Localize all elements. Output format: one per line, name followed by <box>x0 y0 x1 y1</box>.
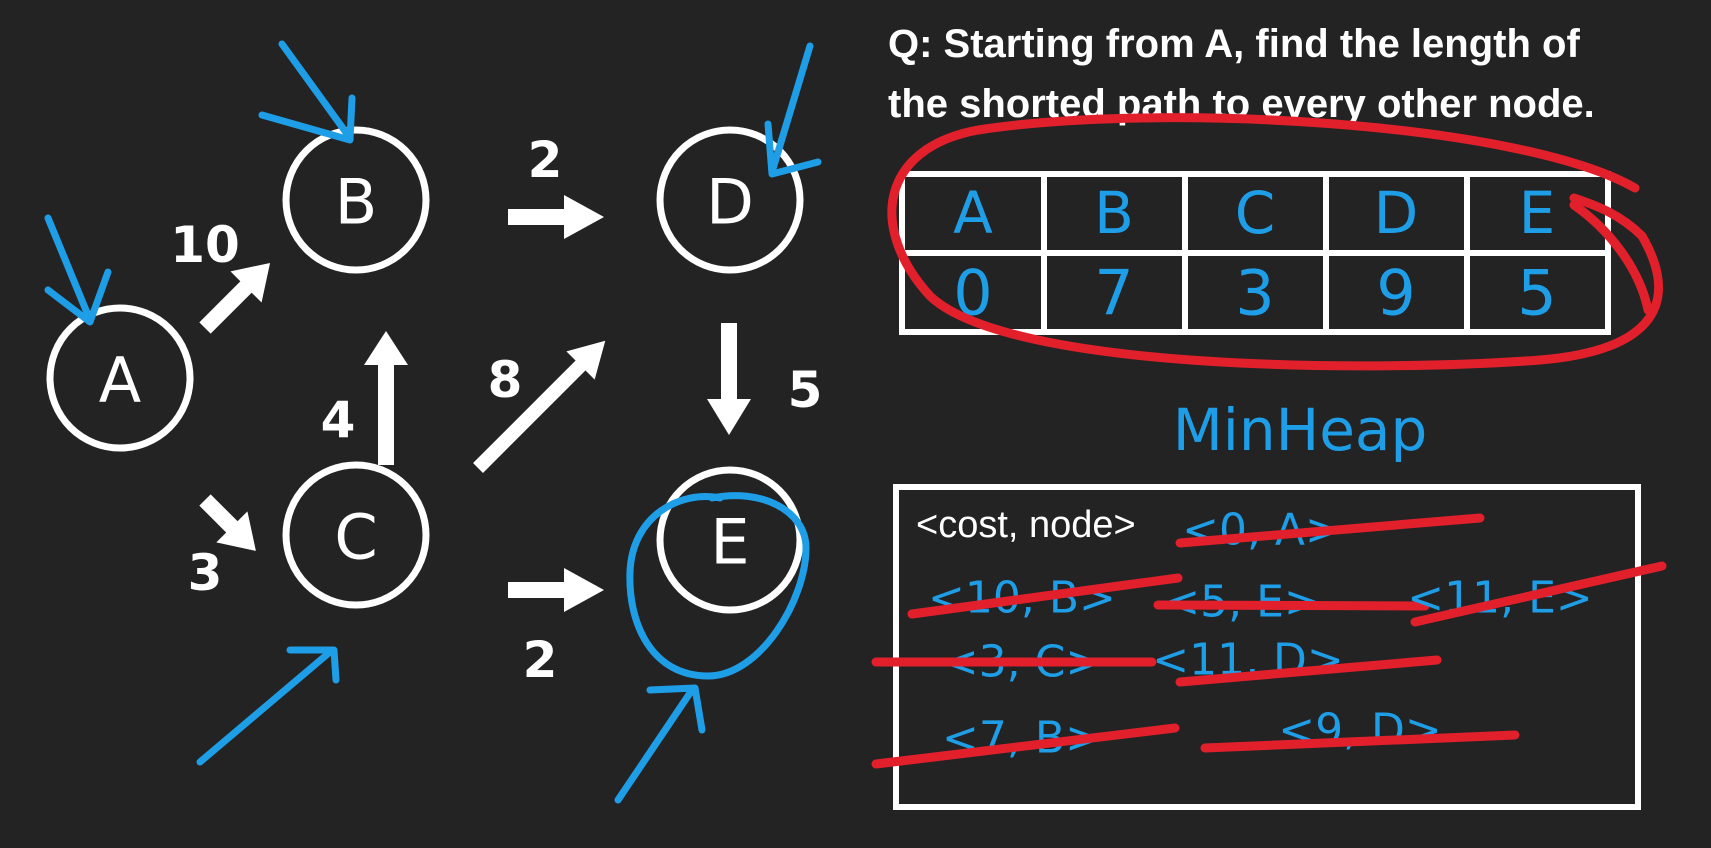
edge-a-b-arrow <box>199 262 271 334</box>
node-b: B <box>282 126 430 274</box>
table-distance-b: 7 <box>1094 257 1133 330</box>
edge-b-d-arrow <box>508 195 604 239</box>
edge-c-e-arrow <box>508 568 604 612</box>
node-d-label: D <box>706 166 754 239</box>
node-b-label: B <box>335 166 378 239</box>
node-a-label: A <box>99 344 141 417</box>
edge-c-d-weight: 8 <box>488 351 523 409</box>
node-e-label: E <box>710 506 749 579</box>
heap-entry-strikethrough <box>1175 655 1442 687</box>
minheap-title: MinHeap <box>1173 396 1428 464</box>
edge-c-e-weight: 2 <box>523 631 558 689</box>
heap-entry: <0, A> <box>1175 505 1485 556</box>
heap-entry: <11, D> <box>1152 635 1442 687</box>
visited-marker-e <box>614 492 810 804</box>
visited-marker-b <box>258 40 356 144</box>
edge-a-b-weight: 10 <box>170 216 240 274</box>
visited-marker-d <box>764 42 822 178</box>
table-distance-c: 3 <box>1235 257 1274 330</box>
heap-entry-strikethrough <box>1175 513 1485 548</box>
heap-entry-strikethrough <box>907 573 1183 619</box>
heap-entry-strikethrough <box>1410 561 1667 627</box>
heap-entry-strikethrough <box>871 723 1180 769</box>
table-header-a: A <box>953 179 993 247</box>
heap-entry: <10, B> <box>907 573 1183 624</box>
visited-marker-a <box>44 214 112 326</box>
edge-c-b-arrow <box>364 331 408 465</box>
edge-c-b-weight: 4 <box>321 391 356 449</box>
table-header-d: D <box>1374 179 1419 247</box>
table-highlight-circle <box>887 113 1663 371</box>
node-d: D <box>656 126 804 274</box>
table-header-c: C <box>1235 179 1276 247</box>
edge-c-d-arrow <box>473 340 606 473</box>
question-line-1: Q: Starting from A, find the length of <box>888 22 1580 66</box>
edge-a-c-weight: 3 <box>188 544 223 602</box>
heap-entry-strikethrough <box>1153 600 1430 611</box>
heap-entry: <9, D> <box>1200 705 1520 756</box>
minheap-header: <cost, node> <box>916 504 1136 546</box>
table-distance-d: 9 <box>1376 257 1415 330</box>
table-highlight-tail <box>1569 200 1653 315</box>
heap-entry: <5, E> <box>1153 577 1430 628</box>
heap-entry: <7, B> <box>871 713 1180 769</box>
table-header-e: E <box>1519 179 1556 247</box>
table-distance-e: 5 <box>1517 257 1556 330</box>
minheap-box <box>893 484 1641 810</box>
node-e: E <box>656 466 804 614</box>
node-a: A <box>46 304 194 452</box>
visited-marker-c <box>196 646 340 766</box>
edge-b-d-weight: 2 <box>528 131 563 189</box>
edge-d-e-arrow <box>707 323 751 435</box>
heap-entry: <3, C> <box>871 637 1157 688</box>
node-c-label: C <box>334 501 377 574</box>
node-c: C <box>282 461 430 609</box>
heap-entry: <11, E> <box>1407 561 1667 627</box>
heap-entry-strikethrough <box>1200 730 1520 753</box>
edge-a-c-arrow <box>199 494 256 551</box>
edge-d-e-weight: 5 <box>788 361 823 419</box>
table-header-b: B <box>1094 179 1134 247</box>
